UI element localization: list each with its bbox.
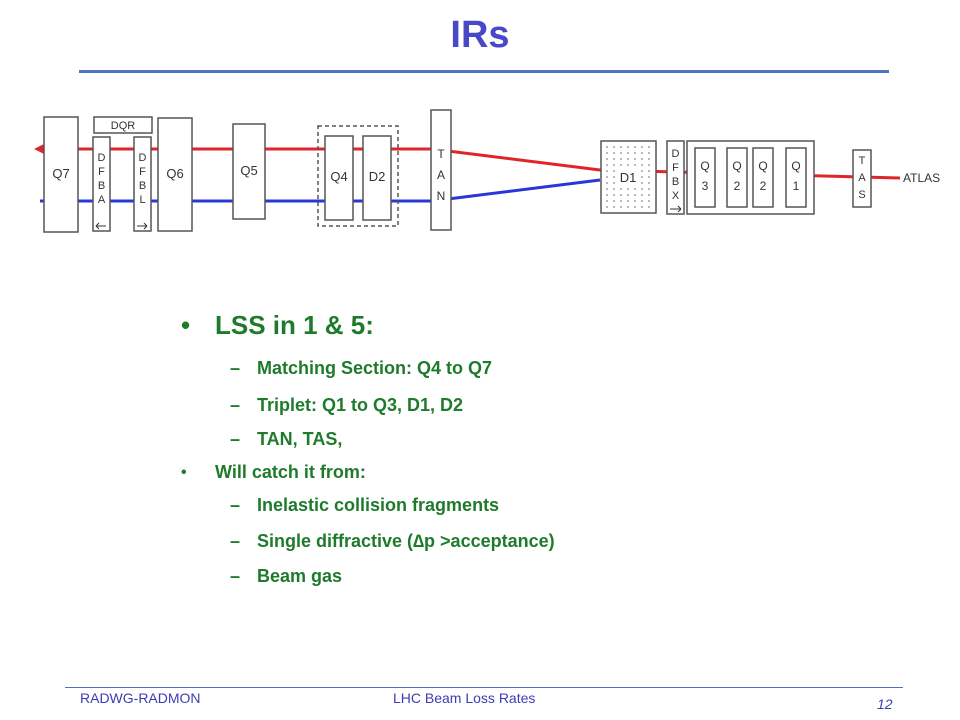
svg-text:N: N (437, 189, 446, 203)
q3-magnet (694, 147, 716, 208)
q2b-magnet (752, 147, 774, 208)
tan-absorber (430, 109, 452, 231)
svg-text:3: 3 (702, 179, 709, 193)
svg-text:Q: Q (732, 159, 741, 173)
beam1-arrow-icon (34, 144, 44, 154)
title-underline (79, 70, 889, 73)
d1-magnet: D1 (600, 140, 657, 214)
svg-text:A: A (98, 194, 106, 206)
svg-text:A: A (437, 168, 445, 182)
svg-text:Q: Q (758, 159, 767, 173)
dfba-arrow-icon (95, 222, 106, 230)
svg-text:2: 2 (734, 179, 741, 193)
d2-label: D2 (369, 169, 386, 184)
svg-text:B: B (98, 180, 105, 192)
q2a-magnet (726, 147, 748, 208)
svg-text:D: D (98, 152, 106, 164)
svg-text:2: 2 (760, 179, 767, 193)
atlas-label: ATLAS (903, 171, 940, 185)
svg-text:B: B (139, 180, 146, 192)
footer-rule (65, 687, 903, 688)
slide-title: IRs (450, 14, 510, 56)
bullet-dot: • (181, 310, 191, 340)
q7-magnet (43, 116, 79, 233)
svg-text:D: D (672, 148, 680, 160)
d1-label: D1 (620, 170, 637, 185)
ir-layout-diagram: DQR Q7 D F B A D F B L Q6 Q5 Q4 D2 T A N… (34, 109, 940, 233)
dqr-box (93, 116, 153, 134)
svg-text:X: X (672, 190, 680, 202)
q1-label: Q 1 (791, 159, 800, 193)
main-bullet-text: LSS in 1 & 5: (215, 310, 374, 340)
tas-label: T A S (858, 155, 866, 201)
svg-text:F: F (672, 162, 679, 174)
bullet-dot: • (181, 464, 187, 481)
dfba-label: D F B A (98, 152, 106, 206)
svg-text:F: F (139, 166, 146, 178)
svg-text:T: T (437, 147, 445, 161)
tan-label: T A N (437, 147, 446, 203)
q4-d2-group (317, 125, 399, 227)
dfbl-arrow-icon (137, 222, 148, 230)
dfba-box (92, 136, 111, 232)
dfbx-arrow-icon (670, 205, 682, 213)
second-bullet-text: Will catch it from: (215, 462, 366, 482)
dfbx-label: D F B X (672, 148, 680, 202)
q1-magnet (785, 147, 807, 208)
svg-text:Q: Q (791, 159, 800, 173)
dfbl-box (133, 136, 152, 232)
q6-magnet (157, 117, 193, 232)
q2b-label: Q 2 (758, 159, 767, 193)
q5-magnet (232, 123, 266, 220)
dfbx-box (666, 140, 685, 215)
svg-text:A: A (858, 172, 866, 184)
svg-text:L: L (139, 194, 145, 206)
q3-label: Q 3 (700, 159, 709, 193)
page-number: 12 (877, 696, 893, 712)
q6-label: Q6 (166, 166, 183, 181)
q7-label: Q7 (52, 166, 69, 181)
svg-text:B: B (672, 176, 679, 188)
dfbl-label: D F B L (139, 152, 147, 206)
q4-magnet (324, 135, 354, 221)
q5-label: Q5 (240, 163, 257, 178)
svg-text:T: T (859, 155, 866, 167)
svg-text:S: S (858, 189, 865, 201)
dqr-label: DQR (111, 120, 136, 132)
footer-center: LHC Beam Loss Rates (393, 690, 536, 706)
svg-text:F: F (98, 166, 105, 178)
tas-absorber (852, 149, 872, 208)
svg-text:Q: Q (700, 159, 709, 173)
d2-magnet (362, 135, 392, 221)
footer-left: RADWG-RADMON (80, 690, 201, 706)
svg-text:1: 1 (793, 179, 800, 193)
q4-label: Q4 (330, 169, 347, 184)
svg-text:D: D (139, 152, 147, 164)
q2a-label: Q 2 (732, 159, 741, 193)
